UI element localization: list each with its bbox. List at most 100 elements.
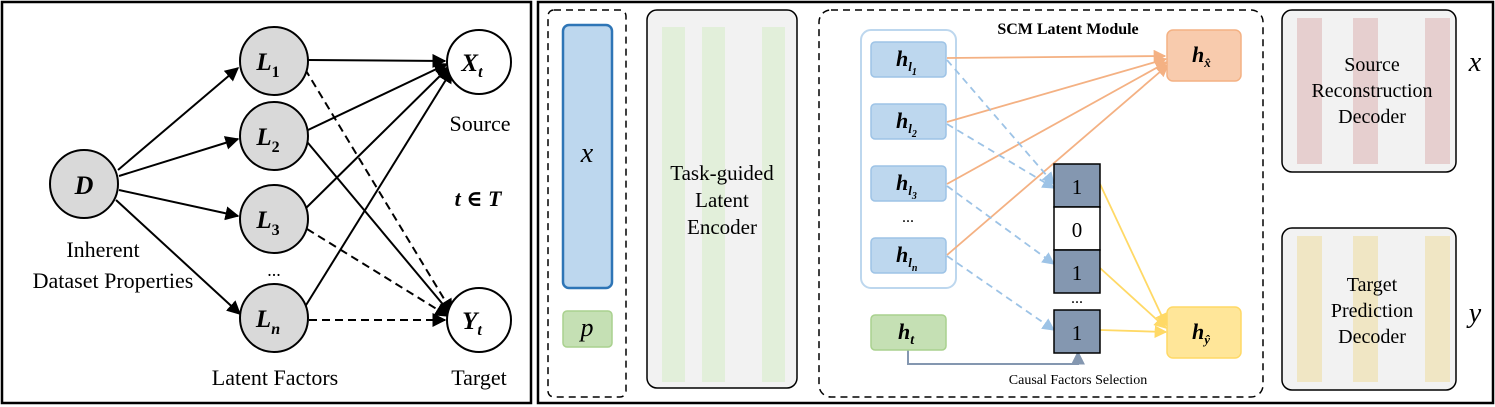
label-inherent-line1: Inherent [66, 237, 139, 262]
node-l3-subscript: 3 [272, 222, 280, 239]
node-ln-label: L [255, 306, 271, 333]
arrows-to-mask [946, 59, 1056, 331]
scm-title: SCM Latent Module [997, 21, 1138, 38]
svg-text:ht: ht [898, 319, 915, 348]
node-l3: L3 [239, 184, 309, 254]
mask-cell-4 [1053, 309, 1101, 354]
node-d: D [49, 149, 119, 219]
mask-cell-3 [1053, 249, 1101, 294]
latent-ellipsis: ... [267, 260, 281, 280]
node-ln: Ln [239, 283, 309, 353]
ht-to-mask-connector [907, 350, 1085, 365]
edge-d-l1 [117, 67, 240, 171]
target-decoder-line3: Decoder [1338, 326, 1406, 348]
right-panel-border [536, 0, 1495, 405]
latent-h-l1: hl1 [870, 41, 947, 78]
svg-text:L1: L1 [255, 49, 279, 81]
label-target: Target [451, 365, 506, 390]
latent-h-l3: hl3 [870, 165, 947, 202]
mask-value-1: 1 [1072, 175, 1083, 199]
encoder-layer-2 [702, 27, 725, 382]
node-yt-label: Y [462, 308, 480, 335]
node-yt-subscript: t [477, 322, 482, 339]
source-decoder-layer-1 [1297, 18, 1322, 164]
mask-cell-2 [1053, 206, 1101, 251]
svg-text:hŷ: hŷ [1192, 319, 1210, 347]
svg-text:Yt: Yt [462, 308, 482, 339]
arrows-to-target-output [1099, 183, 1168, 338]
causal-graph-panel: D L1 L2 L3 ... Ln Xt Yt Inheren [0, 0, 533, 405]
svg-text:hl3: hl3 [896, 170, 917, 202]
task-embedding-ht: ht [870, 314, 947, 351]
input-x-block [561, 23, 614, 290]
mask-ellipsis: ... [1071, 290, 1083, 307]
input-x-label: x [580, 138, 594, 169]
edge-d-l3 [118, 189, 240, 221]
mask-cell-1 [1053, 163, 1101, 208]
encoder-label-line2: Latent [695, 188, 749, 212]
target-decoder-layer-3 [1425, 236, 1450, 382]
edge-l3-y [306, 228, 450, 317]
node-yt: Yt [446, 287, 512, 353]
svg-text:Xt: Xt [460, 50, 483, 81]
label-inherent-line2: Dataset Properties [33, 268, 194, 293]
edge-d-ln [115, 199, 242, 315]
node-l2-label: L [255, 124, 271, 151]
svg-text:hln: hln [896, 242, 918, 274]
edge-l1-y [304, 68, 453, 314]
mask-value-4: 1 [1072, 321, 1083, 345]
edges-latent-to-target [304, 68, 453, 327]
latent-h-l2: hl2 [870, 103, 947, 140]
node-d-label: D [74, 171, 94, 200]
latent-encoder: Task-guided Latent Encoder [646, 9, 798, 389]
node-l1-subscript: 1 [272, 64, 280, 81]
node-xt: Xt [446, 29, 512, 95]
source-decoder-line3: Decoder [1338, 106, 1406, 128]
output-h-xhat: hx̂ [1166, 29, 1242, 82]
node-l2: L2 [239, 101, 309, 171]
label-t-in-t: t ∈ T [455, 186, 503, 211]
node-l1-label: L [255, 49, 271, 76]
edge-l1-x [307, 53, 447, 68]
encoder-layer-1 [662, 27, 685, 382]
edges-d-to-latent [115, 67, 242, 315]
target-decoder-layer-2 [1353, 236, 1378, 382]
output-h-yhat: hŷ [1166, 306, 1242, 359]
source-decoder-layer-3 [1425, 18, 1450, 164]
output-x-label: x [1468, 47, 1482, 78]
node-l3-label: L [255, 207, 271, 234]
edge-l3-x [303, 66, 450, 211]
node-xt-label: X [460, 50, 479, 77]
output-y-label: y [1466, 298, 1482, 329]
latent-h-ln: hln [870, 237, 947, 274]
latent-container [860, 29, 957, 289]
target-prediction-decoder: Target Prediction Decoder [1281, 227, 1457, 391]
source-reconstruction-decoder: Source Reconstruction Decoder [1281, 9, 1457, 173]
mask-value-2: 0 [1072, 218, 1083, 242]
node-l1: L1 [239, 26, 309, 96]
input-p-block [562, 310, 613, 348]
label-source: Source [449, 111, 510, 136]
svg-text:hl2: hl2 [896, 108, 917, 140]
causal-selection-label: Causal Factors Selection [1009, 373, 1147, 388]
scm-latent-module: SCM Latent Module [818, 9, 1264, 398]
target-decoder-line2: Prediction [1331, 300, 1413, 322]
causal-mask-vector: 1 0 1 ... 1 [1053, 163, 1101, 354]
input-dashed-box [547, 9, 627, 398]
edge-ln-x [302, 68, 453, 311]
edge-d-l2 [118, 136, 240, 177]
mask-value-3: 1 [1072, 261, 1083, 285]
left-panel-border [0, 0, 533, 405]
framework-panel: x p Task-guided Latent Encoder SCM Laten… [536, 0, 1495, 405]
source-decoder-layer-2 [1353, 18, 1378, 164]
target-decoder-layer-1 [1297, 236, 1322, 382]
edge-l2-y [302, 136, 452, 316]
edge-l2-x [307, 63, 449, 131]
node-ln-subscript: n [271, 321, 280, 338]
svg-text:Ln: Ln [255, 306, 280, 338]
input-group: x p [547, 9, 627, 398]
encoder-label-line3: Encoder [687, 215, 757, 239]
scm-dashed-box [818, 9, 1264, 398]
latent-h-ellipsis: ... [902, 209, 914, 226]
